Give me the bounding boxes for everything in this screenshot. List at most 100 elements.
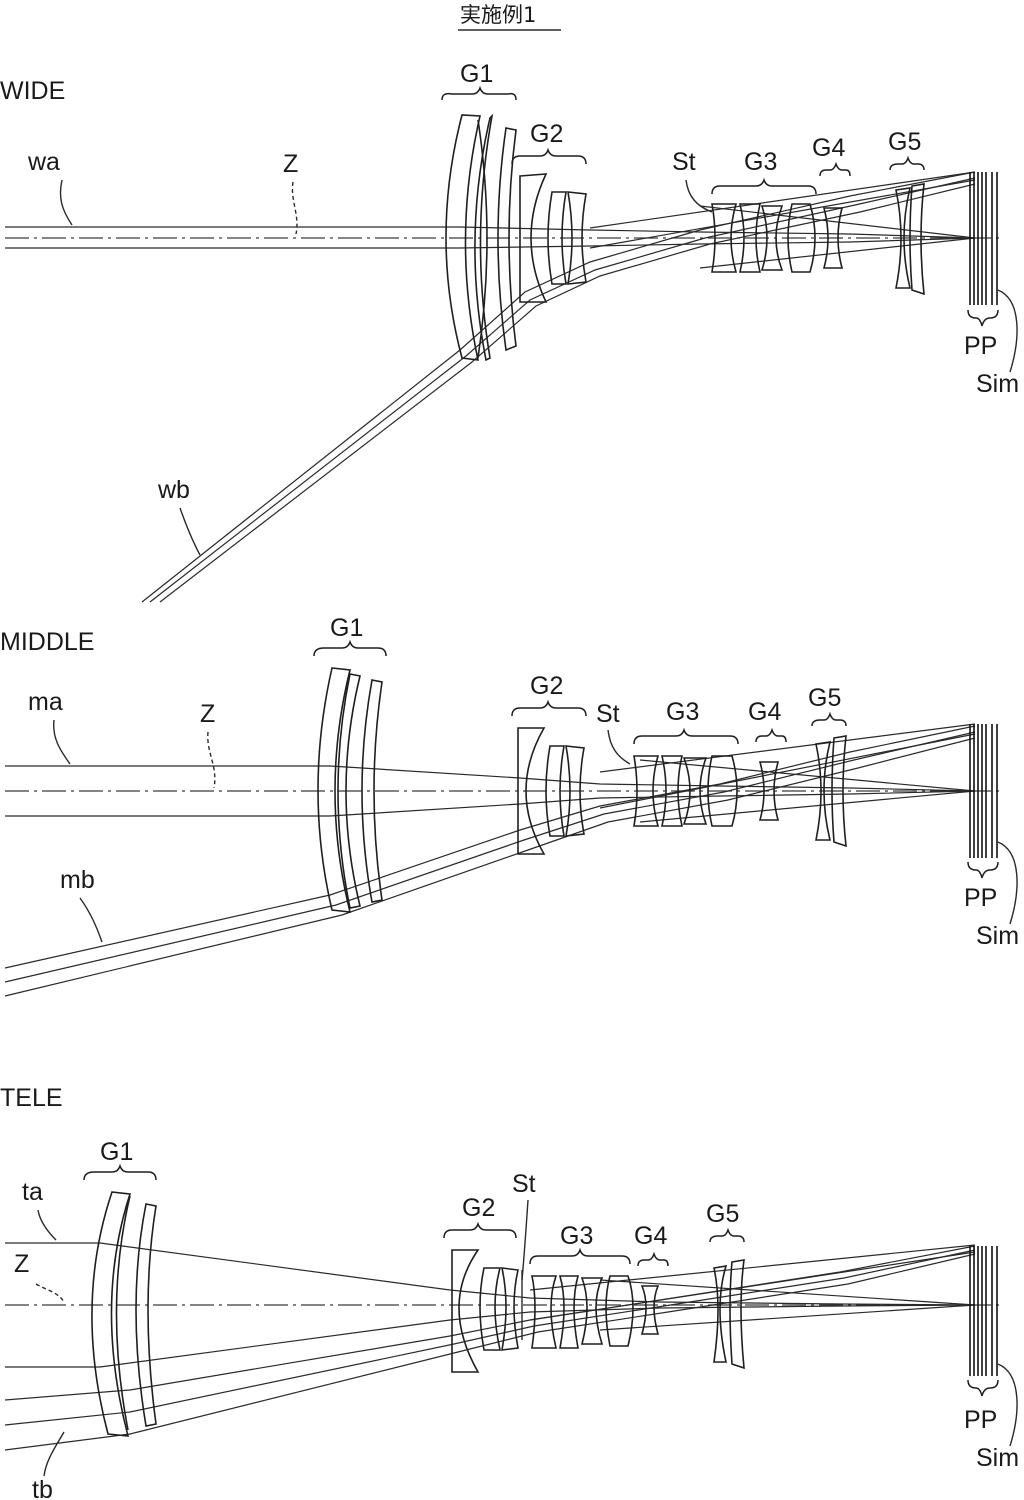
middle-ray-b-3: [4, 737, 976, 997]
middle-g4-brace: [755, 727, 787, 743]
middle-g1-lens-3: [361, 679, 383, 903]
wide-ray-a-leader: [59, 179, 73, 226]
wide-g3-lens-2: [738, 203, 762, 273]
wide-g2-label: G2: [530, 120, 563, 148]
middle-ray-a-leader: [53, 719, 71, 765]
wide-g1-brace: [441, 85, 517, 101]
middle-state-label: MIDDLE: [0, 628, 94, 656]
tele-g1-label: G1: [100, 1138, 133, 1166]
panel-middle: MIDDLE ma Z mb G1 G2 St G3: [0, 614, 1019, 997]
tele-ray-marginal-4: [599, 1304, 976, 1331]
middle-g3-label: G3: [666, 698, 699, 726]
middle-g3-brace: [633, 727, 739, 745]
wide-axis-label: Z: [283, 150, 298, 178]
middle-ray-b-label: mb: [60, 866, 95, 894]
tele-g3-lens-3: [580, 1277, 604, 1345]
middle-g2-lens-3: [565, 745, 585, 837]
tele-ray-a-upper-path: [99, 1242, 976, 1306]
wide-ray-a-lower-path: [459, 237, 976, 249]
tele-axis-label: Z: [14, 1250, 29, 1278]
wide-pp-brace: [967, 309, 999, 327]
wide-g4-brace: [819, 161, 851, 177]
wide-ray-b-1: [141, 171, 976, 603]
middle-stop-leader: [607, 729, 631, 765]
wide-g1-lens-2: [474, 113, 494, 362]
panel-wide: WIDE wa Z wb G1 G2: [0, 60, 1019, 603]
tele-g5-lens-1: [713, 1264, 728, 1363]
middle-pp-brace: [967, 861, 999, 879]
wide-ray-a-upper-path: [459, 226, 976, 239]
tele-ray-b-1: [4, 1245, 976, 1401]
middle-g1-lens-1: [317, 667, 352, 913]
wide-g2-brace: [511, 147, 587, 165]
middle-axis-label: Z: [200, 700, 215, 728]
wide-g3-lens-3: [760, 205, 784, 271]
tele-g2-brace: [443, 1221, 517, 1239]
middle-g5-label: G5: [808, 684, 841, 712]
tele-g3-brace: [529, 1247, 631, 1265]
tele-g1-lens-2: [135, 1203, 157, 1427]
tele-ray-a-leader: [37, 1209, 57, 1241]
wide-g4-label: G4: [812, 134, 845, 162]
middle-ray-a-label: ma: [28, 688, 63, 716]
tele-ray-b-leader: [43, 1431, 65, 1477]
tele-stop-label: St: [512, 1170, 536, 1198]
wide-filter-plates: [969, 172, 998, 305]
middle-g3-lens-4: [707, 755, 738, 827]
tele-axis-leader: [35, 1283, 65, 1303]
tele-stop-leader: [521, 1199, 529, 1281]
wide-sim-label: Sim: [976, 370, 1019, 398]
middle-g5-brace: [811, 711, 847, 727]
tele-g2-lens-1: [451, 1249, 480, 1373]
tele-g3-lens-4: [605, 1275, 634, 1347]
middle-ray-a-lower-path: [329, 790, 976, 817]
middle-filter-plates: [969, 724, 998, 858]
wide-g1-lens-1: [445, 114, 481, 361]
tele-g5-lens-2: [729, 1259, 745, 1370]
wide-g3-brace: [711, 177, 817, 195]
tele-filter-plates: [969, 1246, 998, 1376]
wide-g5-label: G5: [888, 128, 921, 156]
tele-g3-lens-2: [558, 1275, 580, 1349]
tele-ray-b-2: [4, 1249, 976, 1426]
middle-ray-b-2: [4, 731, 976, 983]
tele-g3-lens-1: [531, 1275, 558, 1349]
middle-g1-brace: [313, 639, 387, 657]
tele-pp-brace: [967, 1379, 999, 1397]
tele-g1-lens-1: [91, 1191, 132, 1437]
wide-g4-lens: [822, 207, 844, 269]
middle-g2-brace: [511, 699, 587, 717]
wide-g3-lens-1: [711, 203, 738, 273]
middle-ray-marginal-4: [639, 790, 976, 823]
wide-ray-marginal-3: [699, 205, 976, 239]
wide-g2-lens-3: [567, 191, 587, 285]
wide-ray-b-3: [159, 183, 976, 603]
wide-ray-marginal-4: [699, 237, 976, 269]
tele-g1-brace: [83, 1163, 157, 1181]
wide-g2-lens-2: [547, 191, 567, 285]
tele-state-label: TELE: [0, 1084, 63, 1112]
wide-g1-lens-1-back: [477, 119, 488, 359]
tele-g5-brace: [709, 1227, 745, 1243]
wide-ray-a-label: wa: [27, 148, 60, 176]
panel-tele: TELE ta Z tb G1 G2 St G3: [0, 1084, 1019, 1500]
middle-g5-lens-2: [831, 735, 847, 848]
tele-ray-b-3: [4, 1253, 976, 1451]
middle-axis-leader: [207, 731, 216, 789]
middle-g2-label: G2: [530, 672, 563, 700]
wide-g1-label: G1: [460, 60, 493, 88]
wide-g5-lens-1: [895, 187, 912, 289]
middle-g4-lens: [758, 761, 780, 821]
middle-ray-b-1: [4, 725, 976, 969]
middle-g3-lens-1: [633, 755, 660, 827]
middle-g3-lens-3: [682, 757, 708, 825]
middle-pp-label: PP: [964, 884, 997, 912]
middle-g2-lens-1: [517, 727, 546, 855]
wide-g5-brace: [889, 155, 925, 171]
tele-sim-leader: [997, 1363, 1018, 1447]
wide-g3-lens-4: [787, 203, 816, 273]
tele-g2-lens-2: [479, 1267, 502, 1351]
tele-ray-b-label: tb: [32, 1476, 53, 1500]
tele-g2-label: G2: [462, 1194, 495, 1222]
